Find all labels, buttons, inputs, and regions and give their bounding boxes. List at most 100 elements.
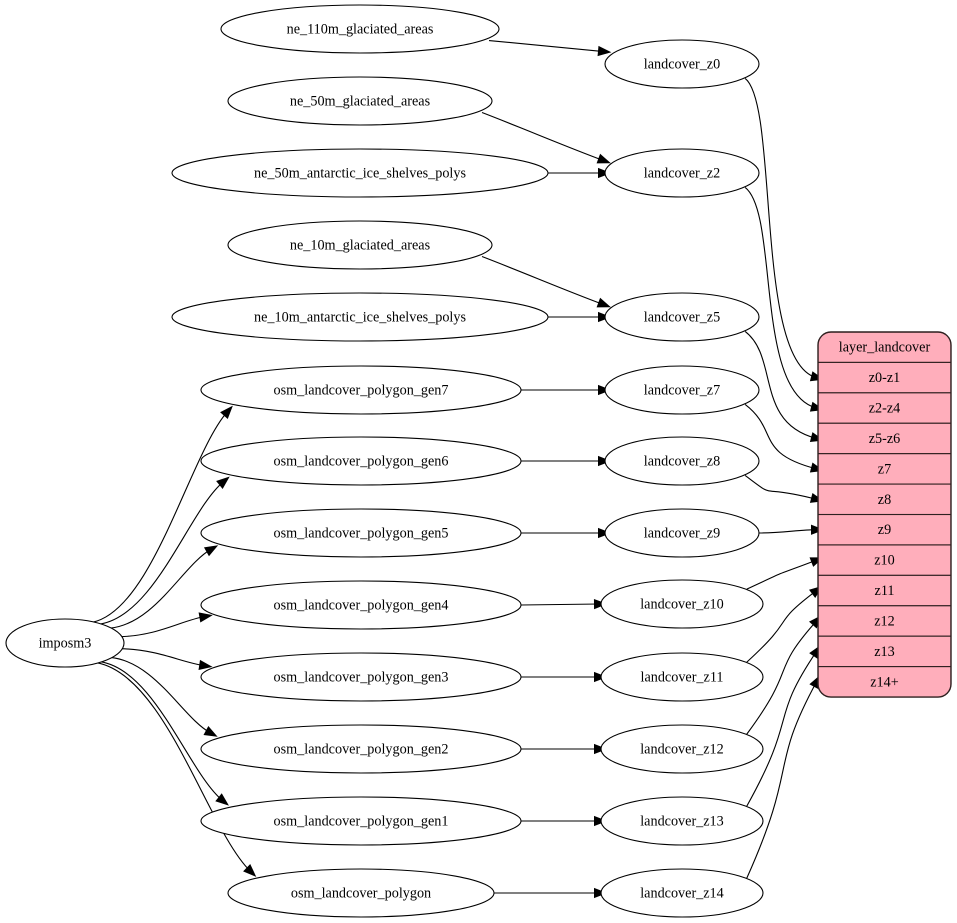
edge-path: [744, 403, 817, 470]
edge-imposm3-to-osm_landcover_polygon_gen6: [99, 476, 230, 625]
table-row-label: z14+: [870, 674, 899, 690]
node-label: landcover_z10: [640, 597, 724, 613]
table-row-z13[interactable]: z13: [818, 635, 951, 668]
node-layer: ne_110m_glaciated_areas ne_50m_glaciated_…: [5, 4, 764, 918]
edge-landcover_z10-to-layer_landcover:z10: [746, 557, 824, 590]
edge-landcover_z8-to-layer_landcover:z8: [744, 474, 825, 503]
edge-landcover_z14-to-layer_landcover:z14+: [746, 674, 821, 879]
node-ne_10m_antarctic_ice_shelves_polys[interactable]: ne_10m_antarctic_ice_shelves_polys: [171, 292, 549, 342]
edge-arrowhead: [597, 45, 612, 57]
edge-arrowhead: [215, 793, 229, 806]
node-landcover_z11[interactable]: landcover_z11: [600, 652, 764, 702]
edge-arrowhead: [598, 384, 612, 396]
node-ne_10m_glaciated_areas[interactable]: ne_10m_glaciated_areas: [227, 220, 493, 270]
node-landcover_z13[interactable]: landcover_z13: [600, 796, 764, 846]
node-osm_landcover_polygon_gen7[interactable]: osm_landcover_polygon_gen7: [200, 365, 522, 415]
node-label: landcover_z12: [640, 742, 724, 758]
edge-arrowhead: [203, 725, 218, 737]
edge-path: [488, 39, 604, 53]
table-row-z2-z4[interactable]: z2-z4: [818, 392, 951, 424]
edge-osm_landcover_polygon_gen5-to-landcover_z9: [521, 527, 612, 539]
edge-arrowhead: [598, 455, 612, 467]
edge-arrowhead: [220, 405, 233, 420]
node-landcover_z5[interactable]: landcover_z5: [604, 292, 760, 342]
edge-landcover_z9-to-layer_landcover:z9: [758, 524, 825, 535]
node-landcover_z0[interactable]: landcover_z0: [604, 39, 760, 89]
edge-imposm3-to-osm_landcover_polygon_gen1: [100, 661, 229, 806]
table-row-z11[interactable]: z11: [818, 574, 951, 607]
table-rows: layer_landcoverz0-z1z2-z4z5-z6z7z8z9z10z…: [818, 332, 951, 698]
node-osm_landcover_polygon_gen1[interactable]: osm_landcover_polygon_gen1: [200, 796, 522, 846]
edge-path: [481, 256, 604, 306]
node-label: landcover_z13: [640, 814, 724, 830]
edge-path: [746, 590, 817, 663]
node-osm_landcover_polygon_gen4[interactable]: osm_landcover_polygon_gen4: [200, 580, 522, 630]
edge-osm_landcover_polygon_gen4-to-landcover_z10: [520, 598, 608, 610]
table-row-z12[interactable]: z12: [818, 605, 951, 637]
node-ne_50m_glaciated_areas[interactable]: ne_50m_glaciated_areas: [227, 76, 493, 126]
node-landcover_z2[interactable]: landcover_z2: [604, 148, 760, 198]
node-landcover_z12[interactable]: landcover_z12: [600, 724, 764, 774]
edge-arrowhead: [594, 815, 608, 827]
node-osm_landcover_polygon_gen3[interactable]: osm_landcover_polygon_gen3: [200, 652, 522, 702]
node-landcover_z8[interactable]: landcover_z8: [604, 436, 760, 486]
edge-ne_50m_glaciated_areas-to-landcover_z2: [481, 112, 611, 164]
edge-path: [109, 548, 212, 629]
edge-path: [520, 603, 600, 606]
edge-arrowhead: [811, 524, 825, 535]
edge-path: [96, 662, 251, 872]
node-label: ne_10m_glaciated_areas: [290, 238, 431, 254]
edge-landcover_z0-to-layer_landcover:z0-z1: [744, 77, 825, 382]
table-header-label: layer_landcover: [839, 340, 931, 356]
node-landcover_z9[interactable]: landcover_z9: [604, 508, 760, 558]
edge-path: [746, 620, 817, 735]
table-row-label: z12: [874, 613, 895, 629]
table-row-z10[interactable]: z10: [818, 544, 951, 576]
edge-path: [120, 615, 205, 638]
node-label: imposm3: [39, 636, 92, 652]
table-row-z7[interactable]: z7: [818, 453, 951, 485]
node-label: osm_landcover_polygon_gen2: [274, 742, 449, 758]
table-row-z14+[interactable]: z14+: [818, 666, 951, 698]
node-label: osm_landcover_polygon: [291, 886, 431, 902]
node-osm_landcover_polygon[interactable]: osm_landcover_polygon: [227, 868, 495, 918]
edge-arrowhead: [198, 612, 213, 623]
edge-imposm3-to-osm_landcover_polygon_gen7: [92, 405, 233, 623]
edge-path: [744, 77, 817, 379]
edge-arrowhead: [203, 545, 219, 557]
table-row-z9[interactable]: z9: [818, 513, 951, 546]
edge-imposm3-to-osm_landcover_polygon_gen2: [110, 656, 218, 737]
table-row-label: z0-z1: [869, 370, 901, 386]
edge-osm_landcover_polygon_gen6-to-landcover_z8: [521, 455, 612, 467]
edge-path: [758, 529, 817, 534]
node-label: osm_landcover_polygon_gen6: [274, 454, 449, 470]
node-label: osm_landcover_polygon_gen4: [274, 598, 449, 614]
node-ne_110m_glaciated_areas[interactable]: ne_110m_glaciated_areas: [220, 4, 500, 54]
node-label: osm_landcover_polygon_gen1: [274, 814, 449, 830]
edge-path: [746, 651, 817, 807]
table-row-z5-z6[interactable]: z5-z6: [818, 422, 951, 455]
node-landcover_z7[interactable]: landcover_z7: [604, 365, 760, 415]
node-landcover_z14[interactable]: landcover_z14: [600, 868, 764, 918]
node-osm_landcover_polygon_gen2[interactable]: osm_landcover_polygon_gen2: [200, 724, 522, 774]
edge-path: [744, 330, 817, 440]
edge-arrowhead: [594, 887, 608, 899]
edge-arrowhead: [596, 297, 611, 308]
edge-osm_landcover_polygon_gen1-to-landcover_z13: [521, 815, 608, 827]
edge-imposm3-to-osm_landcover_polygon_gen3: [121, 648, 213, 671]
layer-landcover-table[interactable]: layer_landcoverz0-z1z2-z4z5-z6z7z8z9z10z…: [817, 331, 952, 698]
edge-imposm3-to-osm_landcover_polygon_gen4: [120, 612, 213, 638]
table-row-z8[interactable]: z8: [818, 483, 951, 516]
node-osm_landcover_polygon_gen6[interactable]: osm_landcover_polygon_gen6: [200, 436, 522, 486]
node-osm_landcover_polygon_gen5[interactable]: osm_landcover_polygon_gen5: [200, 508, 522, 558]
table-row-z0-z1[interactable]: z0-z1: [818, 361, 951, 394]
node-imposm3[interactable]: imposm3: [5, 618, 125, 668]
edge-arrowhead: [594, 743, 608, 755]
node-ne_50m_antarctic_ice_shelves_polys[interactable]: ne_50m_antarctic_ice_shelves_polys: [171, 148, 549, 198]
edge-ne_10m_glaciated_areas-to-landcover_z5: [481, 256, 611, 308]
node-label: landcover_z2: [644, 166, 720, 182]
node-landcover_z10[interactable]: landcover_z10: [600, 579, 764, 629]
edge-path: [121, 648, 205, 667]
edge-imposm3-to-osm_landcover_polygon_gen5: [109, 545, 219, 629]
